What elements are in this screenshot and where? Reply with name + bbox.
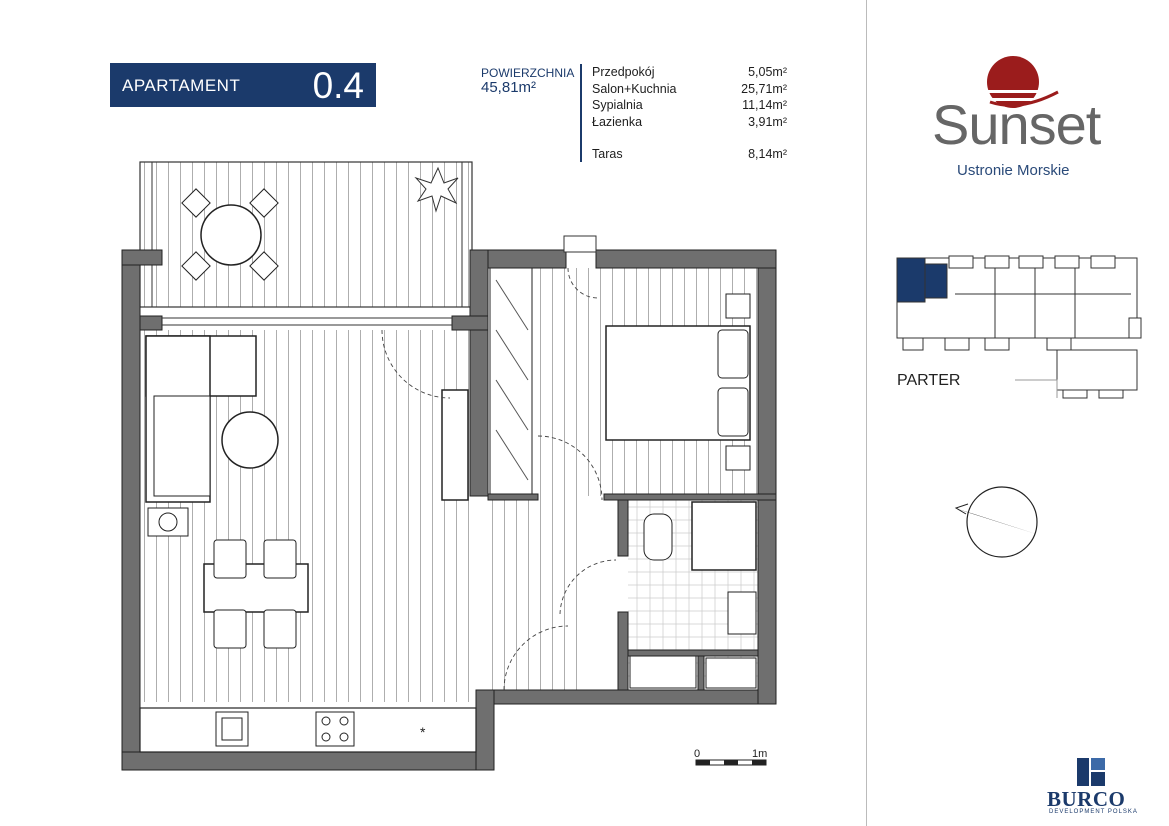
scale-start-label: 0 [694, 748, 701, 760]
tv-unit [441, 389, 469, 501]
terrace [139, 161, 473, 308]
key-plan [896, 255, 1142, 399]
scale-bar [695, 759, 767, 766]
sun-logo-icon [980, 56, 1060, 108]
room-name: Taras [592, 147, 623, 161]
room-name: Łazienka [592, 115, 643, 129]
area-caption: POWIERZCHNIA [481, 66, 575, 80]
developer-subtitle: DEVELOPMENT POLSKA [1049, 809, 1138, 815]
hall-floor [488, 496, 578, 690]
kitchen-counter: * [139, 707, 477, 753]
dining-set [203, 539, 309, 649]
room-area: 5,05m² [748, 65, 787, 79]
room-row: Salon+Kuchnia 25,71m² [592, 82, 787, 96]
sofa [145, 335, 257, 503]
burco-logo-icon [1077, 758, 1105, 786]
door-swings [381, 267, 617, 691]
svg-text:*: * [420, 724, 426, 740]
page-divider [866, 0, 867, 826]
bed [605, 293, 751, 471]
room-name: Sypialnia [592, 98, 643, 112]
room-area: 25,71m² [741, 82, 787, 96]
room-area: 11,14m² [742, 98, 787, 112]
compass-icon [954, 486, 1038, 558]
room-name: Przedpokój [592, 65, 655, 79]
floor-plan: * [121, 161, 777, 771]
apartment-label: APARTAMENT [122, 76, 241, 95]
lamp [147, 507, 189, 537]
bathroom-fixtures [629, 501, 757, 689]
room-area: 8,14m² [748, 147, 787, 161]
room-area: 3,91m² [748, 115, 787, 129]
brand-location: Ustronie Morskie [957, 162, 1070, 179]
apartment-number: 0.4 [312, 65, 364, 106]
apartment-title-box: APARTAMENT 0.4 [110, 63, 376, 107]
room-row: Sypialnia 11,14m² [592, 98, 787, 112]
floor-label: PARTER [897, 372, 961, 389]
walls [121, 249, 777, 771]
plant-icon [414, 166, 459, 213]
scale-end-label: 1m [752, 748, 768, 760]
developer-name: BURCO [1047, 787, 1126, 811]
area-value: 45,81m² [481, 79, 537, 96]
brand-name: Sunset [932, 93, 1101, 156]
room-row: Przedpokój 5,05m² [592, 65, 787, 79]
room-list-divider [580, 64, 582, 162]
room-name: Salon+Kuchnia [592, 82, 677, 96]
coffee-table [221, 411, 279, 469]
room-row: Łazienka 3,91m² [592, 115, 787, 129]
terrace-table [181, 188, 279, 281]
wardrobe [489, 267, 533, 495]
room-row: Taras 8,14m² [592, 147, 787, 161]
